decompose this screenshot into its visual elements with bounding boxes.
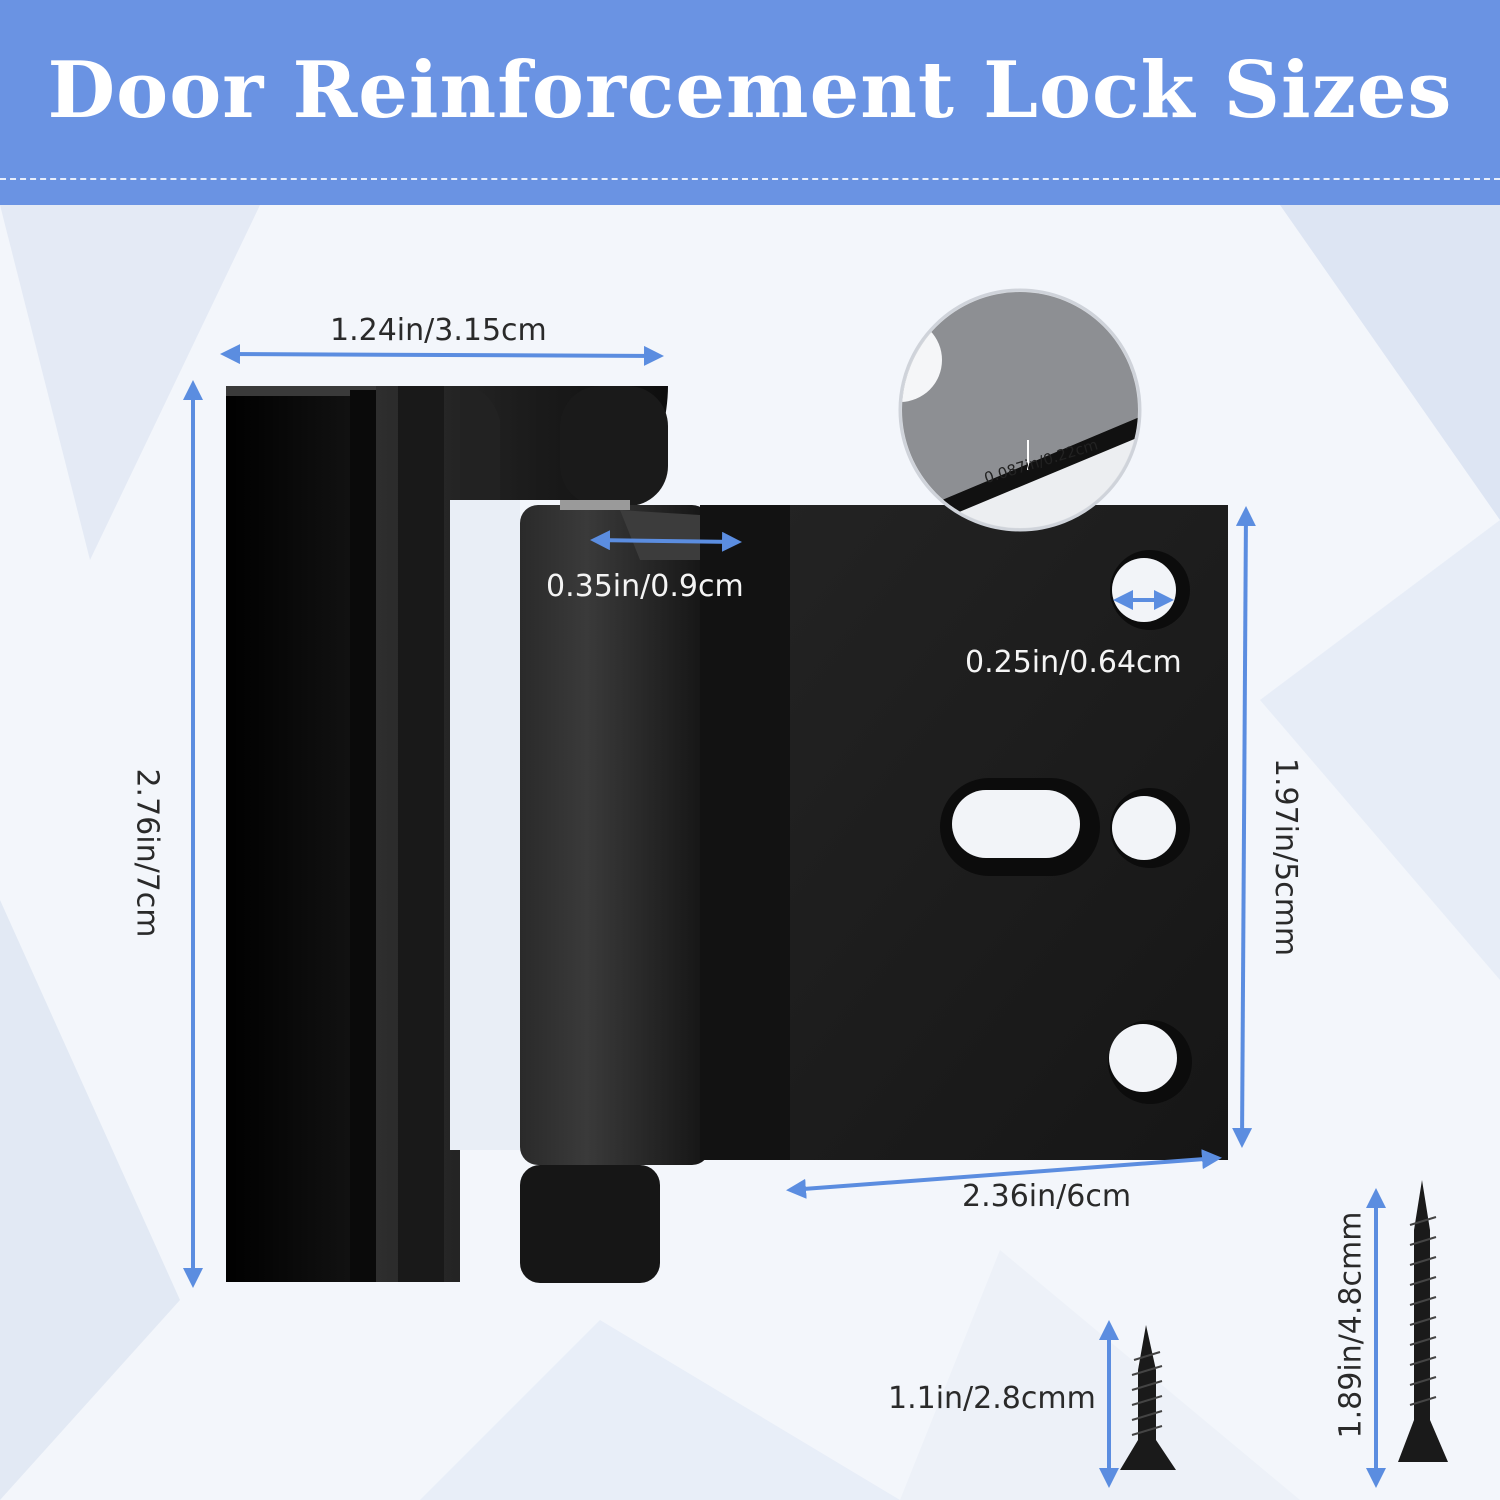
header-banner: Door Reinforcement Lock Sizes	[0, 0, 1500, 205]
strike-plate	[700, 505, 1228, 1160]
pin-width-arrow	[590, 530, 742, 552]
long-screw-icon	[1398, 1180, 1448, 1462]
height-label: 2.76in/7cm	[129, 768, 165, 938]
lock-frame	[376, 386, 668, 1282]
plate-height-arrow	[1232, 506, 1256, 1148]
hole-diameter-label: 0.25in/0.64cm	[965, 645, 1182, 680]
short-screw-icon	[1120, 1325, 1176, 1470]
plate-width-label: 2.36in/6cm	[962, 1179, 1132, 1214]
plate-height-label: 1.97in/5cmm	[1268, 757, 1304, 957]
top-width-label: 1.24in/3.15cm	[330, 313, 547, 348]
long-screw-label: 1.89in/4.8cmm	[1333, 1211, 1369, 1439]
page-title: Door Reinforcement Lock Sizes	[47, 45, 1453, 136]
plate-width-arrow	[786, 1149, 1222, 1199]
short-screw-label: 1.1in/2.8cmm	[888, 1381, 1096, 1416]
thickness-inset	[898, 288, 1142, 532]
banner-divider	[0, 178, 1500, 180]
pin-width-label: 0.35in/0.9cm	[546, 569, 744, 604]
lock-front-block	[226, 386, 376, 1282]
top-width-arrow	[220, 344, 664, 366]
